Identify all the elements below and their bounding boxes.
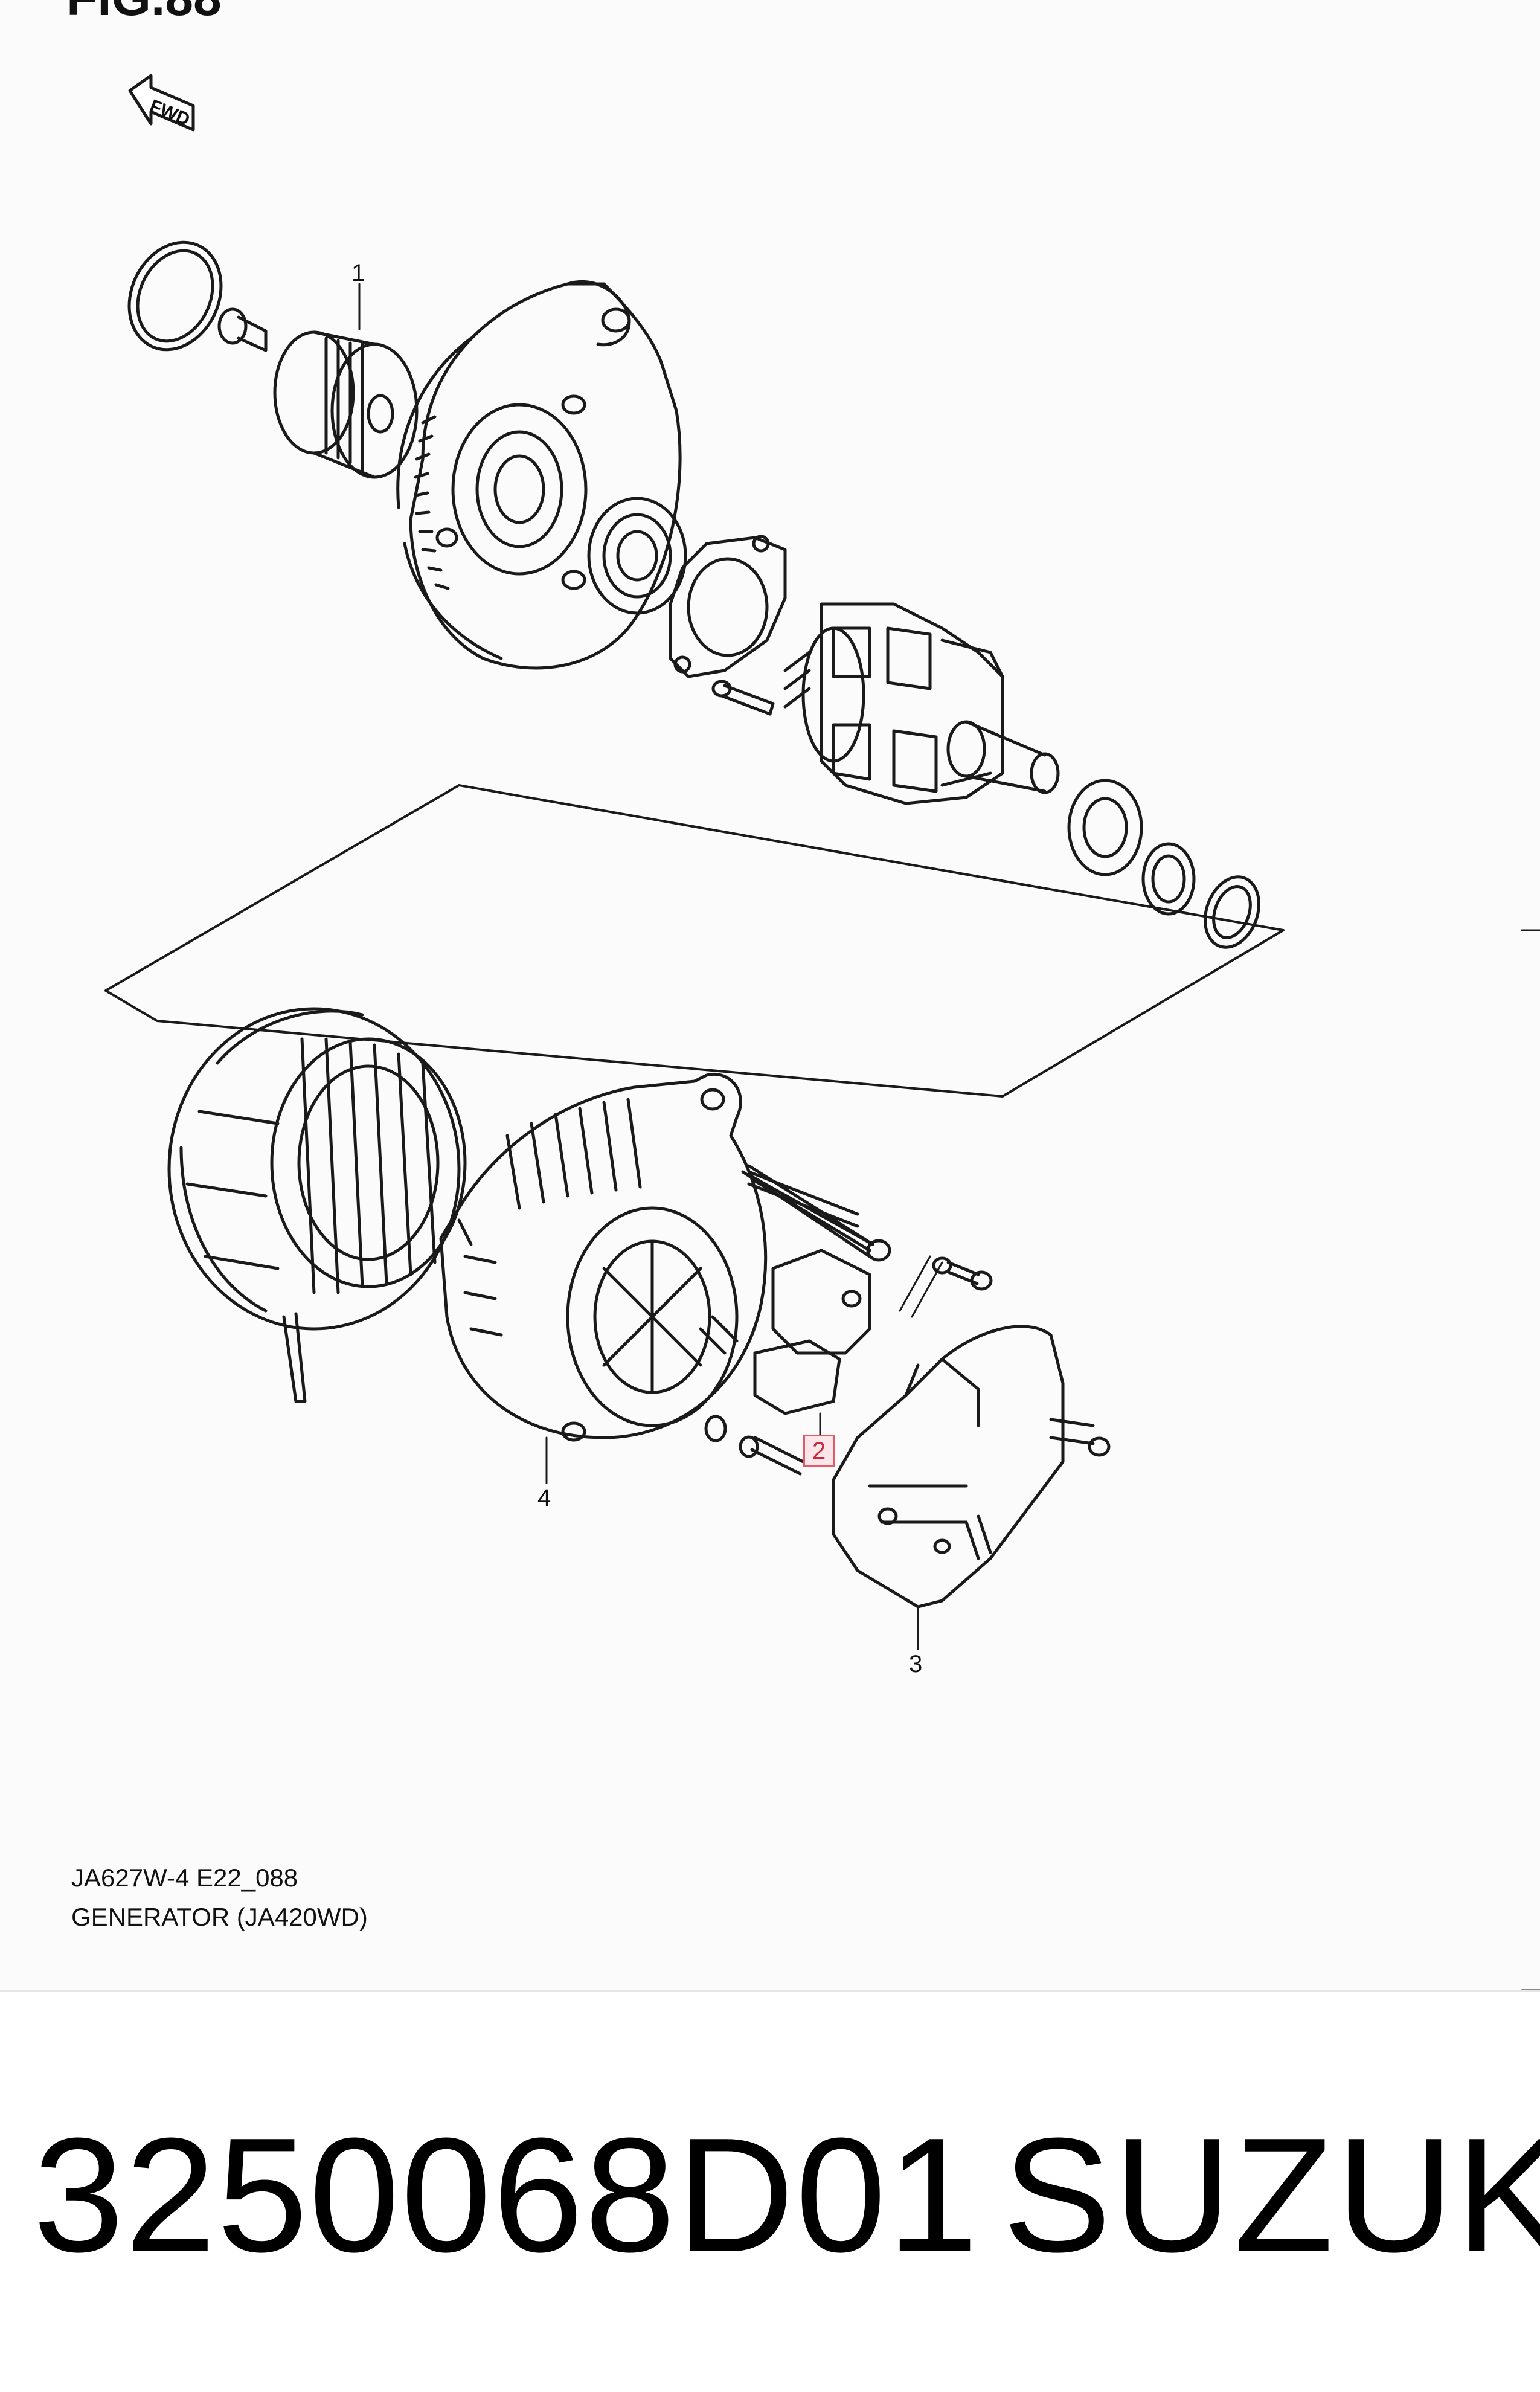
rectifier-end-frame-part [439, 1073, 768, 1442]
part-number: 3250068D01 [33, 2104, 980, 2286]
caption-name: GENERATOR (JA420WD) [71, 1903, 368, 1931]
drive-end-frame-part [396, 280, 682, 670]
exploded-view-drawing: FWD [104, 74, 1540, 1990]
terminal-bolt-part [704, 1415, 805, 1476]
mounting-screw-part [899, 1255, 993, 1318]
stator-part [167, 1007, 467, 1403]
through-bolt-part [741, 1164, 891, 1262]
fwd-arrow-icon: FWD [128, 74, 195, 132]
insulator-ring-part [1204, 875, 1260, 949]
pulley-nut-part [217, 307, 268, 352]
figure-title: FIG.88 [66, 0, 222, 27]
callout-1: 1 [351, 260, 365, 286]
assembly-bracket-outline [104, 784, 1285, 1098]
parts-diagram-sheet: FIG.88 FWD [0, 0, 1540, 1992]
callout-4: 4 [537, 1485, 551, 1511]
bearing-retainer-plate-part [669, 535, 787, 678]
retaining-ring-part [127, 240, 223, 352]
pulley-part [273, 330, 419, 479]
front-bearing-part [587, 497, 687, 615]
callout-3: 3 [909, 1651, 923, 1677]
brand-name: SUZUKI [1003, 2104, 1540, 2286]
regulator-brush-holder-part [753, 1249, 871, 1415]
retainer-screw-part [711, 680, 775, 716]
bearing-cover-part [1141, 842, 1196, 916]
rotor-part [783, 602, 1060, 805]
rear-cover-part [832, 1325, 1111, 1609]
caption-code: JA627W-4 E22_088 [71, 1863, 298, 1892]
rear-bearing-part [1067, 779, 1143, 876]
callout-2-highlighted[interactable]: 2 [803, 1435, 835, 1467]
